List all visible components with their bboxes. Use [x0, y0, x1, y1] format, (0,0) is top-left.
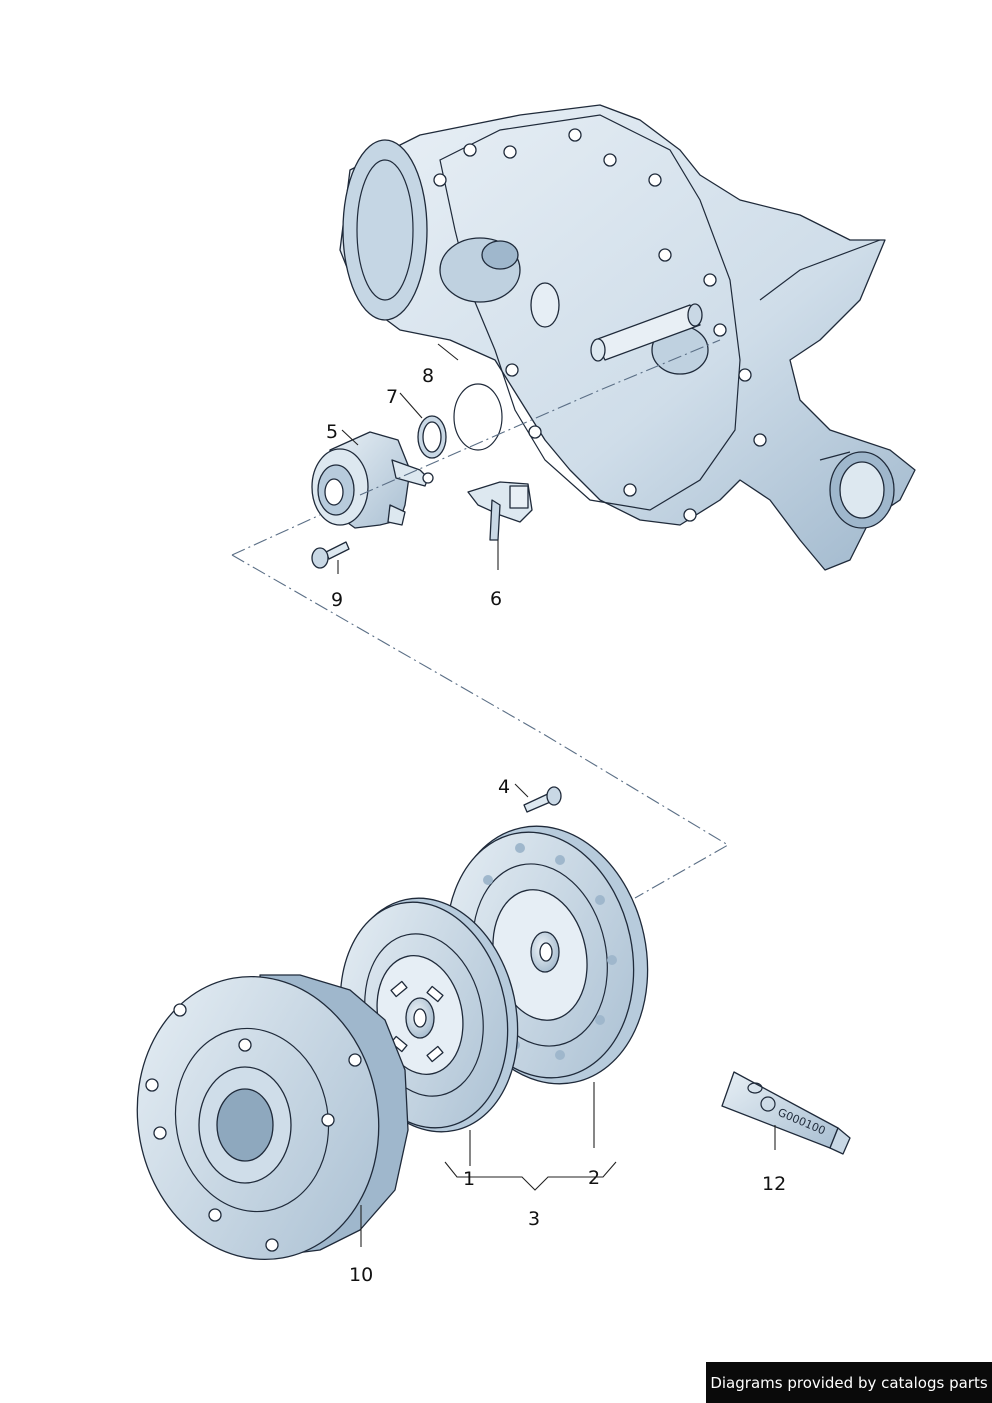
- grease-tube: G000100: [721, 1071, 851, 1155]
- bleeder-connector: [467, 481, 533, 541]
- bolt-9: [311, 541, 350, 569]
- callout-7: 7: [386, 386, 398, 408]
- leader-lines: [337, 343, 776, 1247]
- callout-2: 2: [588, 1167, 600, 1189]
- bolt-4: [523, 786, 562, 813]
- callout-3: 3: [528, 1208, 540, 1230]
- callout-10: 10: [349, 1264, 373, 1286]
- callouts: 1 2 3 4 5 6 7 8 9 10 12: [326, 365, 786, 1286]
- callout-8: 8: [422, 365, 434, 387]
- callout-5: 5: [326, 421, 338, 443]
- flywheel: [136, 974, 409, 1261]
- release-bearing: [311, 431, 434, 529]
- callout-9: 9: [331, 589, 343, 611]
- assembly-lines: [231, 339, 730, 899]
- watermark-banner: Diagrams provided by catalogs parts: [706, 1362, 992, 1403]
- gearbox-housing: [339, 104, 916, 571]
- callout-6: 6: [490, 588, 502, 610]
- sealing-ring: [417, 415, 447, 459]
- callout-1: 1: [463, 1168, 475, 1190]
- callout-12: 12: [762, 1173, 786, 1195]
- callout-4: 4: [498, 776, 510, 798]
- o-ring: [453, 383, 503, 451]
